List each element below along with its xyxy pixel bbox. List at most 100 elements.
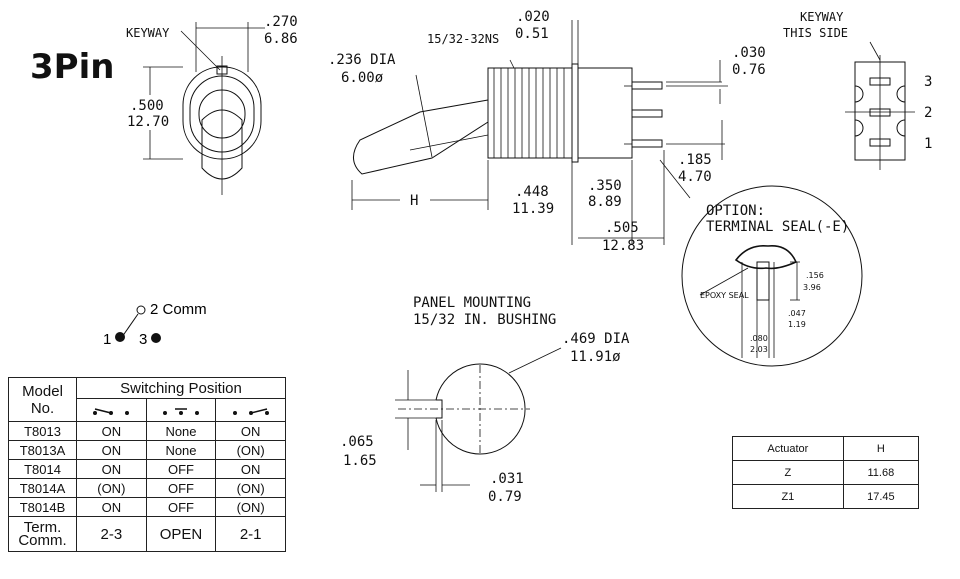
table-row: T8014 ON OFF ON <box>8 459 286 479</box>
table-row: Z1 17.45 <box>732 484 920 509</box>
position-cell: ON <box>76 497 147 517</box>
position-cell: OFF <box>145 497 217 517</box>
end-pin-3: 3 <box>924 74 932 90</box>
pin-count-title: 3Pin <box>30 47 115 87</box>
position-cell: (ON) <box>215 478 286 498</box>
dia-inch: .236 DIA <box>328 52 396 68</box>
panel-mounting-view: PANEL MOUNTING 15/32 IN. BUSHING .469 DI… <box>340 295 630 505</box>
epoxy-label: EPOXY SEAL <box>700 291 749 300</box>
table-row-terminal: Term. Comm. 2-3 OPEN 2-1 <box>8 516 286 552</box>
pin3-label: 3 <box>139 331 147 348</box>
seal-d3-mm: 2.03 <box>750 345 768 354</box>
model-cell: T8013A <box>8 440 77 460</box>
body-inch: .350 <box>588 178 622 194</box>
pin-inch: .030 <box>732 45 766 61</box>
switch-left-icon <box>93 407 130 415</box>
body-mm: 8.89 <box>588 194 622 210</box>
bushing-mm: 11.39 <box>512 201 554 217</box>
panel-key-mm: 1.65 <box>343 453 377 469</box>
table-header-row: Actuator H <box>732 436 920 461</box>
position-cell: ON <box>76 459 147 479</box>
height-inch: .500 <box>130 98 164 114</box>
switching-position-table: Model No. Switching Position T8013 ON No… <box>8 377 286 552</box>
position-cell: ON <box>76 440 147 460</box>
switch-symbol-cell <box>215 398 286 422</box>
term-label-cell: Term. Comm. <box>8 516 77 552</box>
model-header: Model No. <box>8 377 77 422</box>
term-cell: 2-1 <box>215 516 286 552</box>
comm-label: 2 Comm <box>150 301 207 318</box>
position-cell: ON <box>215 459 286 479</box>
position-header: Switching Position <box>76 377 286 399</box>
switch-symbol-cell <box>76 398 147 422</box>
actuator-table: Actuator H Z 11.68 Z1 17.45 <box>732 436 920 509</box>
position-cell: (ON) <box>215 497 286 517</box>
side-view: 15/32-32NS .236 DIA 6.00ø .020 0.51 .030… <box>328 9 766 254</box>
panel-line2: 15/32 IN. BUSHING <box>413 312 556 328</box>
position-cell: (ON) <box>215 440 286 460</box>
table-row: T8013 ON None ON <box>8 421 286 441</box>
flange-mm: 0.51 <box>515 26 549 42</box>
pitch-mm: 4.70 <box>678 169 712 185</box>
switch-center-icon <box>162 407 199 415</box>
seal-d1-inch: .156 <box>806 271 824 280</box>
panel-key-inch: .065 <box>340 434 374 450</box>
overall-inch: .505 <box>605 220 639 236</box>
width-mm: 6.86 <box>264 31 298 47</box>
panel-dia-inch: .469 DIA <box>562 331 630 347</box>
position-cell: OFF <box>145 459 217 479</box>
model-cell: T8014 <box>8 459 77 479</box>
pitch-inch: .185 <box>678 152 712 168</box>
position-cell: ON <box>76 421 147 441</box>
seal-d2-mm: 1.19 <box>788 320 806 329</box>
flange-inch: .020 <box>516 9 550 25</box>
option-line1: OPTION: <box>706 203 765 219</box>
position-cell: None <box>145 440 217 460</box>
seal-d1-mm: 3.96 <box>803 283 821 292</box>
switch-right-icon <box>232 407 269 415</box>
seal-d2-inch: .047 <box>788 309 806 318</box>
pin-schematic: 2 Comm 1 3 <box>103 301 207 348</box>
model-cell: T8014B <box>8 497 77 517</box>
bushing-inch: .448 <box>515 184 549 200</box>
actuator-cell: Z <box>732 460 844 485</box>
end-keyway-line2: THIS SIDE <box>783 26 848 40</box>
panel-w-mm: 0.79 <box>488 489 522 505</box>
h-label: H <box>410 193 418 209</box>
position-cell: OFF <box>145 478 217 498</box>
position-cell: (ON) <box>76 478 147 498</box>
model-cell: T8013 <box>8 421 77 441</box>
end-pin-1: 1 <box>924 136 932 152</box>
keyway-label: KEYWAY <box>126 26 170 40</box>
thread-label: 15/32-32NS <box>427 32 499 46</box>
option-line2: TERMINAL SEAL(-E) <box>706 219 849 235</box>
dia-mm: 6.00ø <box>341 70 384 86</box>
term-cell: OPEN <box>145 516 217 552</box>
actuator-header: Actuator <box>732 436 844 461</box>
pin-mm: 0.76 <box>732 62 766 78</box>
position-cell: None <box>145 421 217 441</box>
pin1-label: 1 <box>103 331 111 348</box>
h-header: H <box>842 436 920 461</box>
top-view: KEYWAY .270 6.86 .500 12.70 <box>126 14 298 195</box>
overall-mm: 12.83 <box>602 238 644 254</box>
table-row: T8013A ON None (ON) <box>8 440 286 460</box>
model-cell: T8014A <box>8 478 77 498</box>
table-row: Z 11.68 <box>732 460 920 485</box>
h-cell: 17.45 <box>842 484 920 509</box>
table-row: T8014A (ON) OFF (ON) <box>8 478 286 498</box>
term-cell: 2-3 <box>76 516 147 552</box>
table-row: T8014B ON OFF (ON) <box>8 497 286 517</box>
panel-w-inch: .031 <box>490 471 524 487</box>
seal-d3-inch: .080 <box>750 334 768 343</box>
terminal-seal-detail: OPTION: TERMINAL SEAL(-E) EPOXY SEAL .15… <box>659 159 863 367</box>
position-cell: ON <box>215 421 286 441</box>
panel-line1: PANEL MOUNTING <box>413 295 531 311</box>
end-pin-2: 2 <box>924 105 932 121</box>
h-cell: 11.68 <box>842 460 920 485</box>
width-inch: .270 <box>264 14 298 30</box>
actuator-cell: Z1 <box>732 484 844 509</box>
panel-dia-mm: 11.91ø <box>570 349 621 365</box>
switch-symbol-cell <box>145 398 217 422</box>
